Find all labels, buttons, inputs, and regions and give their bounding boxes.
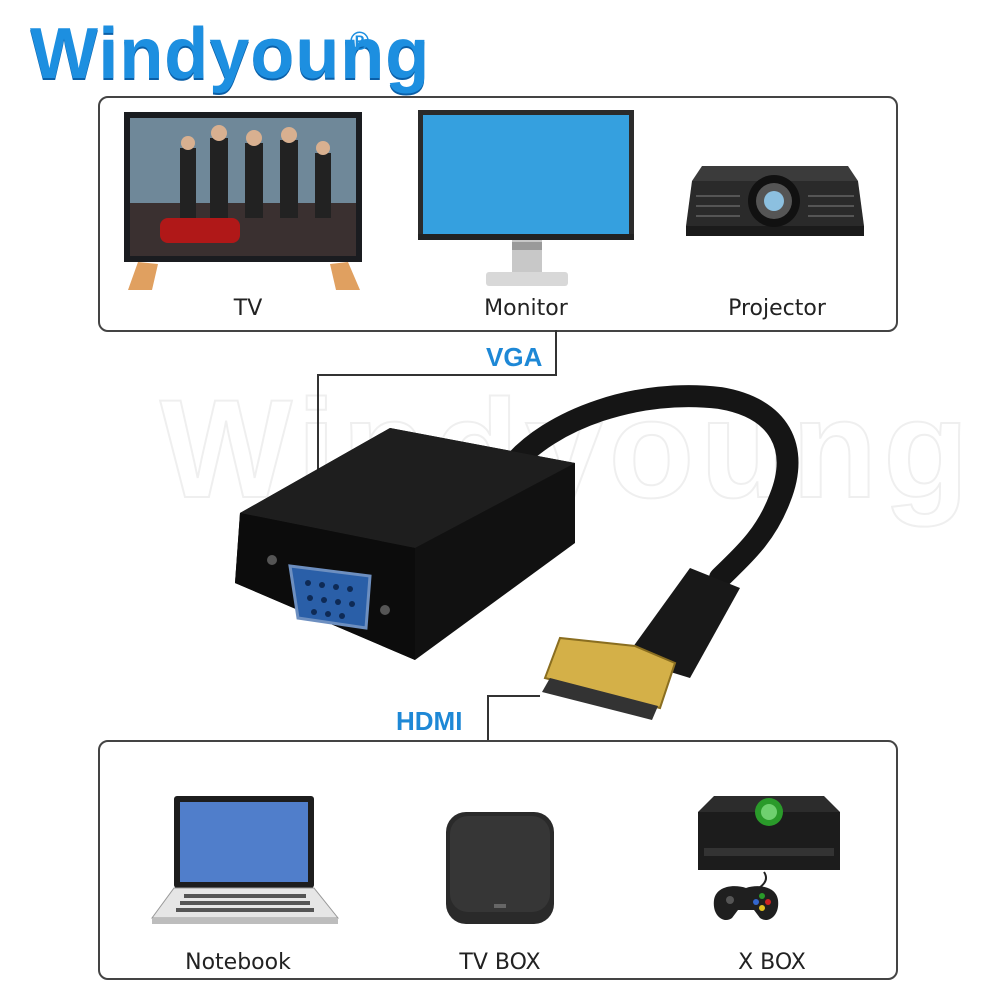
hdmi-vga-adapter-image bbox=[235, 385, 799, 720]
notebook-image bbox=[151, 796, 340, 924]
projector-image bbox=[686, 166, 864, 236]
tv-image bbox=[124, 112, 362, 290]
projector-label: Projector bbox=[728, 296, 826, 321]
tv-label: TV bbox=[233, 296, 263, 321]
brand-logo: Windyoung bbox=[30, 18, 430, 90]
tv-box-label: TV BOX bbox=[459, 950, 541, 975]
xbox-label: X BOX bbox=[738, 950, 806, 975]
hdmi-label: HDMI bbox=[396, 706, 463, 736]
tv-box-image bbox=[446, 812, 554, 924]
monitor-label: Monitor bbox=[484, 296, 568, 321]
brand-name: Windyoung bbox=[30, 14, 431, 94]
vga-label: VGA bbox=[486, 342, 543, 372]
xbox-image bbox=[698, 796, 840, 920]
registered-mark: ® bbox=[350, 26, 370, 56]
notebook-label: Notebook bbox=[185, 950, 291, 975]
monitor-image bbox=[418, 110, 634, 286]
